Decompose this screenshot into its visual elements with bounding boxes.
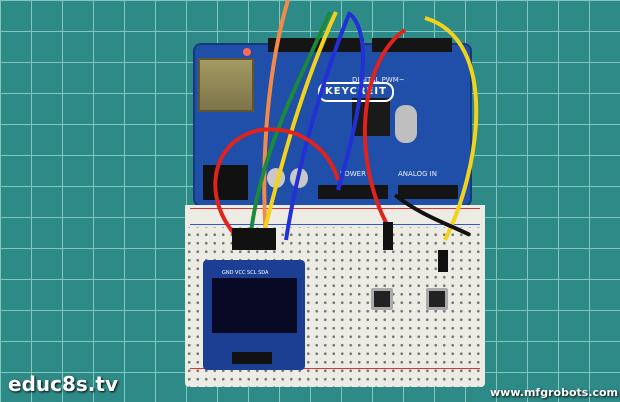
wire-red <box>362 28 407 231</box>
wire-black <box>393 193 471 237</box>
crystal-oscillator <box>395 105 417 143</box>
analog-in-label: ANALOG IN <box>398 170 437 178</box>
power-led <box>243 48 251 56</box>
watermark-educ8s: educ8s.tv <box>8 372 118 396</box>
oled-pin-labels: GND VCC SCL SDA <box>222 270 269 276</box>
jumper-pin <box>383 222 393 250</box>
wire-orange <box>262 0 290 241</box>
wire-blue <box>284 11 352 241</box>
jumper-pin <box>438 250 448 272</box>
wire-blue <box>336 12 365 191</box>
analog-header <box>398 185 458 199</box>
oled-ribbon <box>232 352 272 364</box>
power-jack <box>203 165 248 200</box>
rail-line-red <box>190 208 480 209</box>
power-header <box>318 185 388 199</box>
rail-line-blue <box>190 224 480 225</box>
wire-yellow <box>260 11 338 241</box>
wire-red <box>213 127 340 242</box>
watermark-mfgrobots: www.mfgrobots.com <box>490 386 619 399</box>
push-button[interactable] <box>371 288 393 310</box>
wire-yellow <box>424 16 479 241</box>
push-button[interactable] <box>426 288 448 310</box>
wire-green <box>248 11 332 241</box>
breadboard-top-rail <box>185 205 485 227</box>
oled-screen <box>212 278 297 333</box>
rail-line-red <box>190 368 480 369</box>
usb-port <box>198 58 254 112</box>
jumper-pins-oled <box>232 228 276 250</box>
power-label: POWER <box>340 170 366 178</box>
digital-pwm-label: DIGITAL PWM~ <box>352 76 405 84</box>
board-brand-logo: KEYCREIT <box>318 82 394 102</box>
